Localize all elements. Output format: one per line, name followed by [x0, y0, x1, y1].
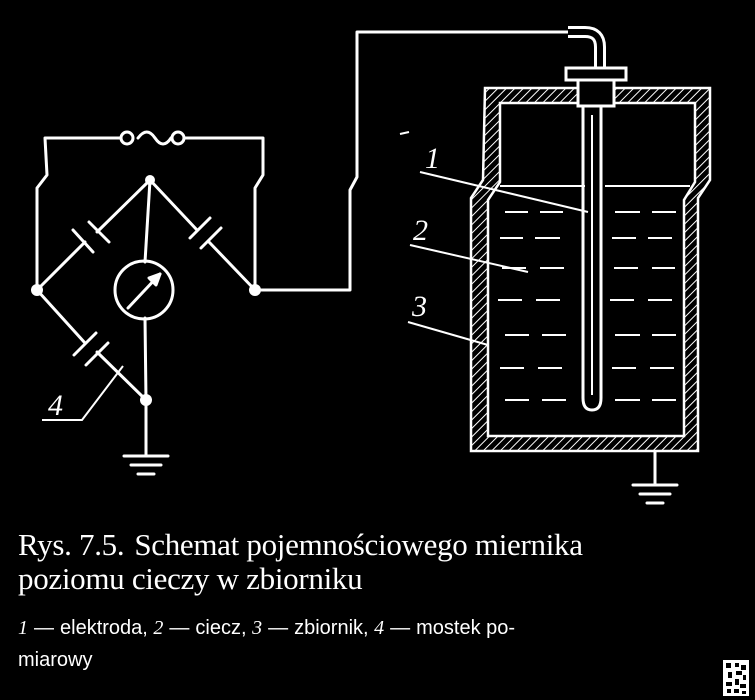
legend-number: 3: [252, 617, 263, 639]
ground-icon: [631, 449, 679, 505]
qr-stamp-icon: [723, 660, 749, 696]
tank: [469, 26, 712, 453]
capacitor-symbol: [188, 216, 223, 250]
legend-number: 4: [374, 617, 385, 639]
capacitor-symbol: [71, 220, 111, 254]
legend-label: mostek po-: [416, 617, 516, 639]
figure-title-part-1: Schemat pojemnościowego miernika: [134, 527, 583, 562]
legend-number: 1: [18, 617, 28, 639]
figure-title-part-2: poziomu cieczy w zbiorniku: [18, 561, 363, 596]
measuring-bridge: [35, 130, 265, 476]
callout-leader-1: [419, 171, 589, 213]
figure-caption: Rys. 7.5. Schemat pojemnościowego miernik…: [18, 528, 748, 596]
legend-label: elektroda,: [60, 617, 148, 639]
bridge-nodes: [31, 175, 261, 406]
callout-number-3: 3: [411, 290, 427, 323]
legend-number: 2: [153, 617, 164, 639]
meter-icon: [113, 259, 175, 321]
legend-label: zbiornik,: [294, 617, 369, 639]
legend-line-1: 1—elektroda, 2—ciecz, 3—zbiornik, 4—most…: [18, 617, 516, 639]
caption-line-1: Rys. 7.5. Schemat pojemnościowego miernik…: [18, 528, 748, 562]
capacitive-level-meter-diagram: 1 2 3 4: [31, 26, 712, 505]
ground-icon: [122, 398, 170, 476]
callout-leader-4: [42, 365, 124, 421]
figure-legend: 1—elektroda, 2—ciecz, 3—zbiornik, 4—most…: [18, 612, 730, 676]
stray-mark: [399, 131, 410, 135]
callout-number-4: 4: [48, 389, 63, 422]
capacitor-symbol: [72, 331, 110, 367]
signal-wire: [253, 30, 570, 292]
callout-leader-3: [407, 321, 489, 346]
callout-number-2: 2: [413, 214, 428, 247]
legend-continuation: miarowy: [18, 649, 93, 671]
figure-number: Rys. 7.5.: [18, 527, 125, 562]
callout-number-1: 1: [425, 142, 440, 175]
legend-label: ciecz,: [195, 617, 247, 639]
electrode: [564, 26, 628, 412]
liquid: [498, 185, 690, 401]
callout-leader-2: [409, 244, 529, 273]
